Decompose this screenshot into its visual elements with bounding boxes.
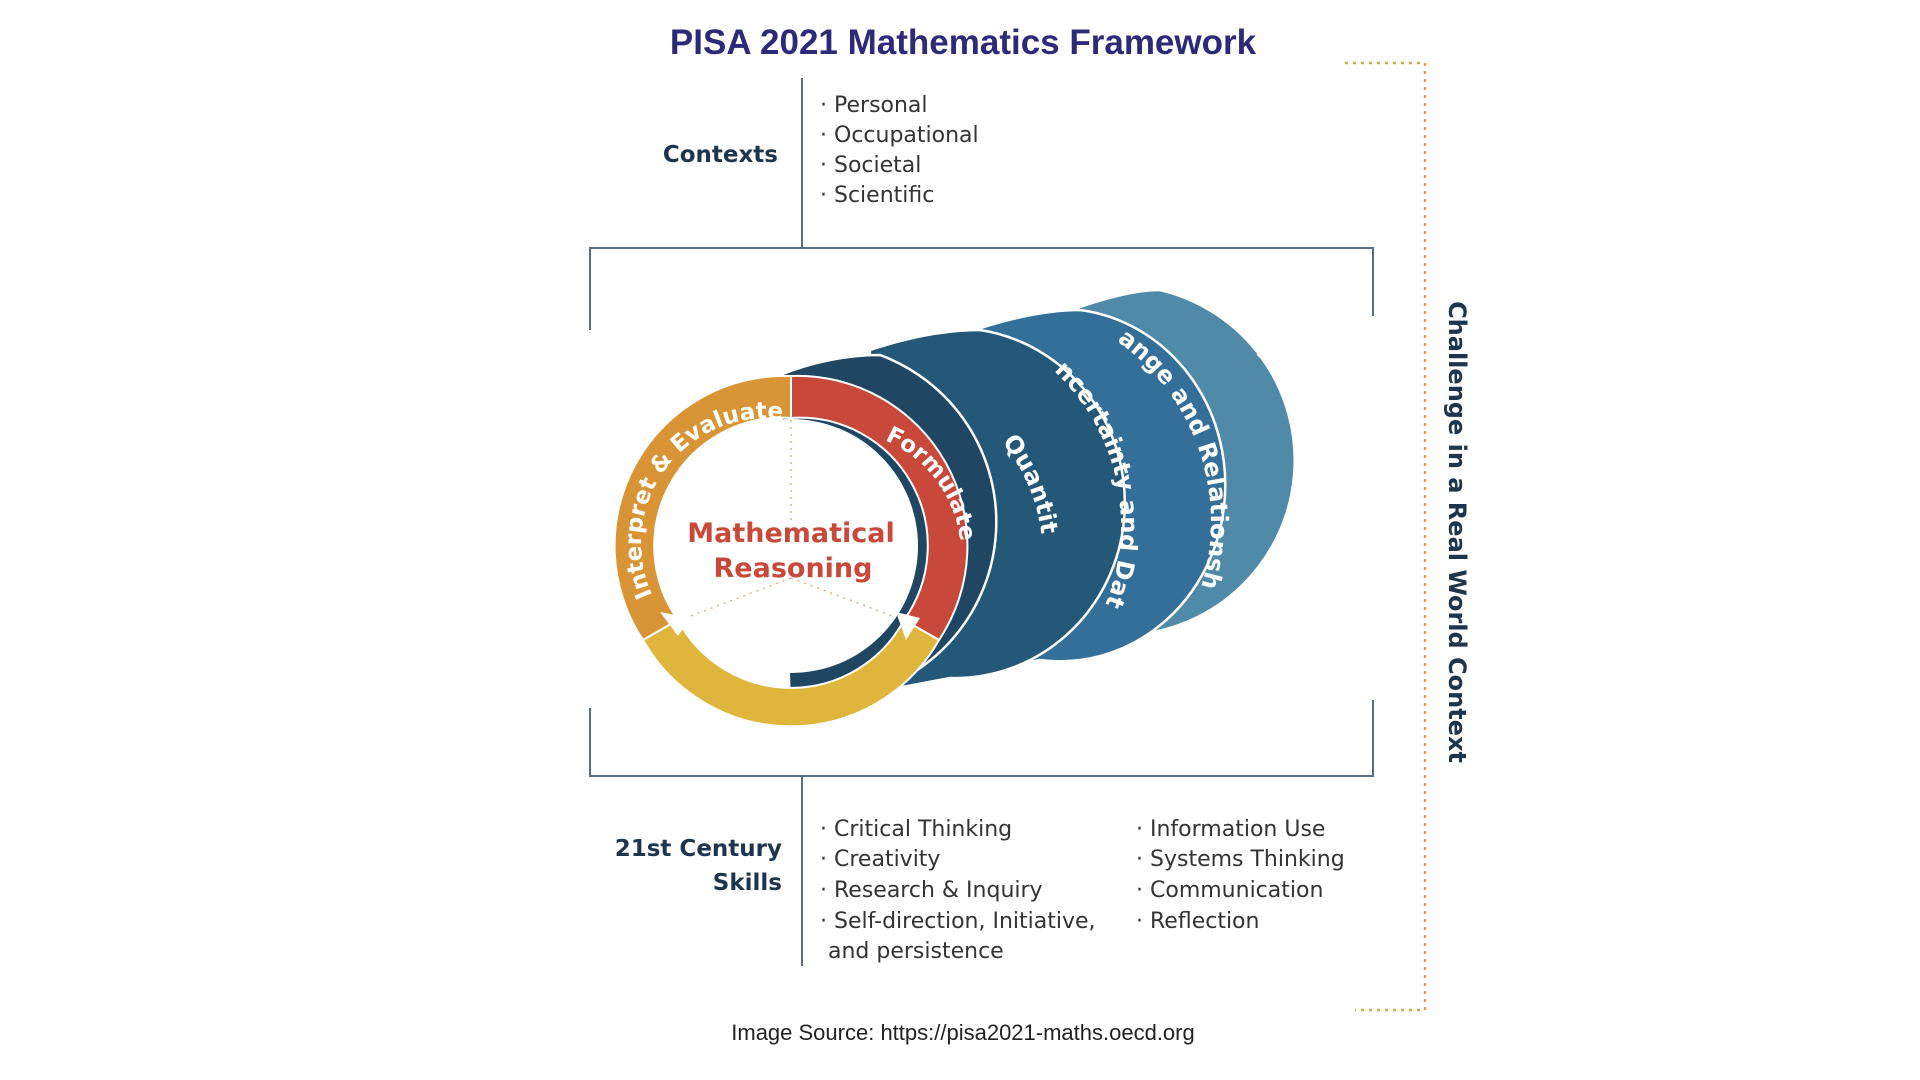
skills-heading-line2: Skills <box>713 870 782 896</box>
ring-center <box>664 419 918 673</box>
list-item: · Creativity <box>820 847 940 872</box>
skills-list-right: · Information Use · Systems Thinking · C… <box>1136 817 1345 934</box>
list-item: · Occupational <box>820 123 979 148</box>
frame-top-bracket <box>589 247 1374 330</box>
process-ring <box>613 374 969 728</box>
list-item: · Information Use <box>1136 817 1325 842</box>
framework-frame <box>589 78 1374 966</box>
image-source: Image Source: https://pisa2021-maths.oec… <box>731 1020 1194 1045</box>
frame-bottom-bracket <box>589 700 1374 777</box>
arrow-icon <box>660 612 690 636</box>
ring-segment-employ <box>641 618 941 728</box>
list-item: · Critical Thinking <box>820 817 1012 842</box>
real-world-context-label: Challenge in a Real World Context <box>1443 301 1471 763</box>
arrow-icon <box>896 612 920 640</box>
list-item: · Systems Thinking <box>1136 847 1345 872</box>
list-item: · Societal <box>820 153 921 178</box>
list-item: · Self-direction, Initiative, <box>820 909 1096 934</box>
skills-list-left: · Critical Thinking · Creativity · Resea… <box>820 817 1096 964</box>
center-label-line1: Mathematical <box>687 518 895 549</box>
list-item: · Communication <box>1136 878 1323 903</box>
center-label-line2: Reasoning <box>714 553 873 584</box>
list-item: · Personal <box>820 93 928 118</box>
list-item: · Scientific <box>820 183 934 208</box>
skills-heading-line1: 21st Century <box>615 836 782 862</box>
page-title: PISA 2021 Mathematics Framework <box>670 23 1257 62</box>
ring-center-guides <box>687 420 896 618</box>
list-item: · Research & Inquiry <box>820 878 1043 903</box>
contexts-list: · Personal · Occupational · Societal · S… <box>820 93 979 208</box>
list-item: · Reflection <box>1136 909 1259 934</box>
contexts-heading: Contexts <box>663 142 778 168</box>
real-world-bracket <box>1345 61 1427 1012</box>
list-item-continuation: and persistence <box>828 939 1004 964</box>
